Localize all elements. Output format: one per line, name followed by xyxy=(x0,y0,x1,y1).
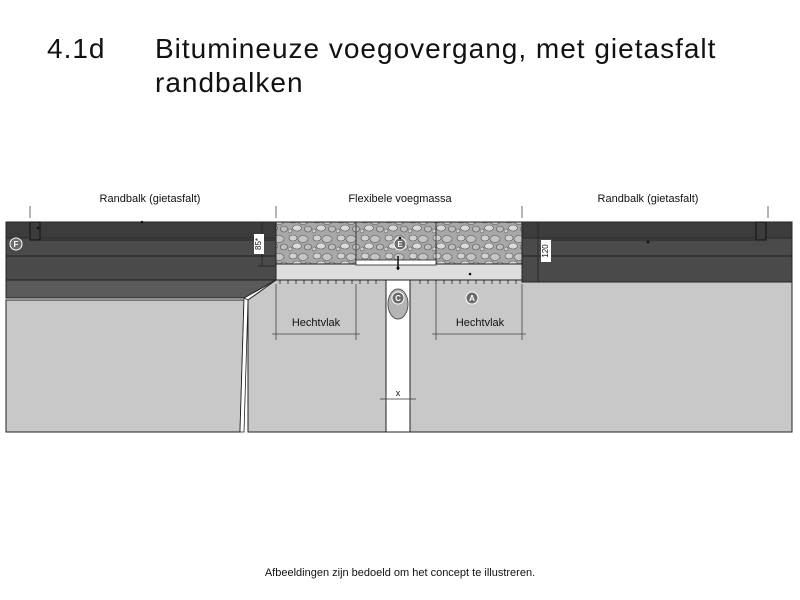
marker-f-label: F xyxy=(14,240,19,249)
right-beam-label: Randbalk (gietasfalt) xyxy=(598,193,699,205)
left-beam-label: Randbalk (gietasfalt) xyxy=(100,193,201,205)
right-edge-beam xyxy=(521,221,793,283)
marker-c-label: C xyxy=(395,294,401,303)
marker-a: A xyxy=(465,291,479,305)
gap-dimension xyxy=(380,394,416,404)
height-right-label: 120 xyxy=(541,244,550,258)
marker-f: F xyxy=(9,237,23,251)
marker-a-label: A xyxy=(469,294,475,303)
bond-dimension-lines xyxy=(272,284,526,340)
left-edge-beam xyxy=(5,221,278,299)
primer-ticks xyxy=(279,280,517,284)
section-title: Bitumineuze voegovergang, met gietasfalt… xyxy=(155,33,717,98)
height-left-label: 85* xyxy=(254,238,263,250)
bond-face-right-label: Hechtvlak xyxy=(456,317,505,329)
gap-width-label: x xyxy=(396,388,401,398)
section-number: 4.1d xyxy=(47,33,106,64)
leader-dots xyxy=(36,220,650,276)
marker-c: C xyxy=(391,291,405,305)
height-dimension-right xyxy=(528,222,546,283)
footer-disclaimer: Afbeeldingen zijn bedoeld om het concept… xyxy=(264,567,536,579)
joint-mass-label: Flexibele voegmassa xyxy=(348,193,452,205)
top-dimension-lines xyxy=(29,206,769,218)
marker-e-label: E xyxy=(397,240,403,249)
marker-e: E xyxy=(393,237,407,251)
joint-cross-section-diagram: Randbalk (gietasfalt) Flexibele voegmass… xyxy=(5,193,793,433)
bond-face-left-label: Hechtvlak xyxy=(292,317,341,329)
flexible-joint-mass xyxy=(275,221,523,281)
